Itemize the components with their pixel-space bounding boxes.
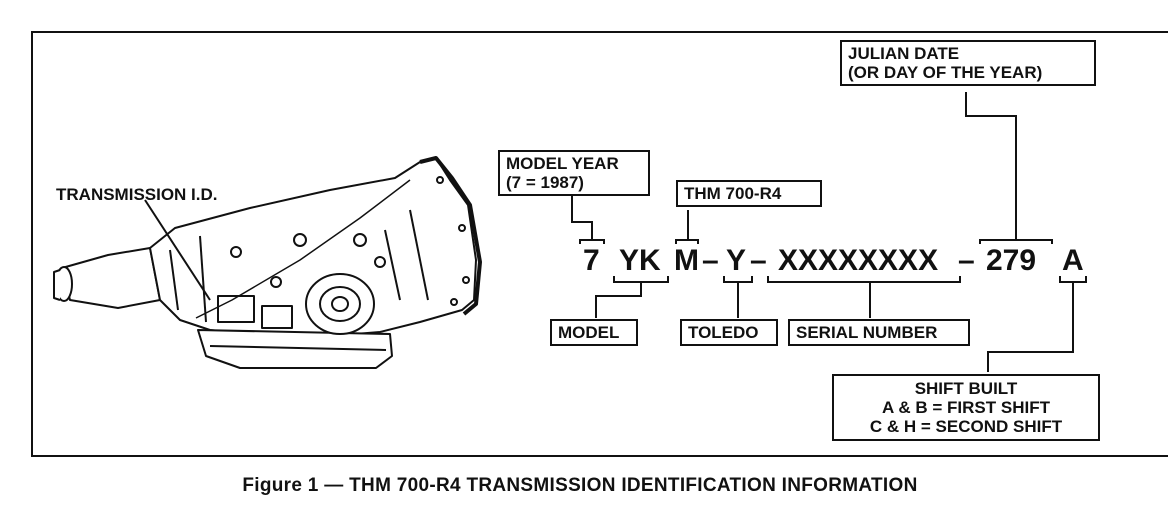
code-shift: A [1062, 244, 1084, 277]
code-plant: Y [726, 244, 747, 277]
figure-frame [31, 31, 1168, 457]
transmission-id-label: TRANSMISSION I.D. [56, 185, 218, 204]
code-model: YK [619, 244, 661, 277]
code-dash-2: – [750, 244, 767, 277]
julian-date-box: JULIAN DATE (OR DAY OF THE YEAR) [840, 40, 1096, 86]
model-year-line-2: (7 = 1987) [506, 173, 584, 192]
julian-date-line-1: JULIAN DATE [848, 44, 960, 63]
code-dash-1: – [702, 244, 719, 277]
code-julian: 279 [986, 244, 1037, 277]
shift-built-title: SHIFT BUILT [914, 379, 1018, 398]
code-dash-3: – [958, 244, 975, 277]
thm-box: THM 700-R4 [676, 180, 822, 207]
model-year-box: MODEL YEAR (7 = 1987) [498, 150, 650, 196]
code-year: 7 [583, 244, 600, 277]
shift-built-second: C & H = SECOND SHIFT [869, 417, 1063, 436]
julian-date-line-2: (OR DAY OF THE YEAR) [848, 63, 1043, 82]
shift-built-box: SHIFT BUILT A & B = FIRST SHIFT C & H = … [832, 374, 1100, 441]
shift-built-first: A & B = FIRST SHIFT [882, 398, 1050, 417]
model-box: MODEL [550, 319, 638, 346]
code-serial: XXXXXXXX [778, 244, 939, 277]
code-thm: M [674, 244, 699, 277]
serial-number-box: SERIAL NUMBER [788, 319, 970, 346]
figure-caption: Figure 1 — THM 700-R4 TRANSMISSION IDENT… [242, 475, 918, 496]
toledo-box: TOLEDO [680, 319, 778, 346]
model-year-line-1: MODEL YEAR [506, 154, 619, 173]
